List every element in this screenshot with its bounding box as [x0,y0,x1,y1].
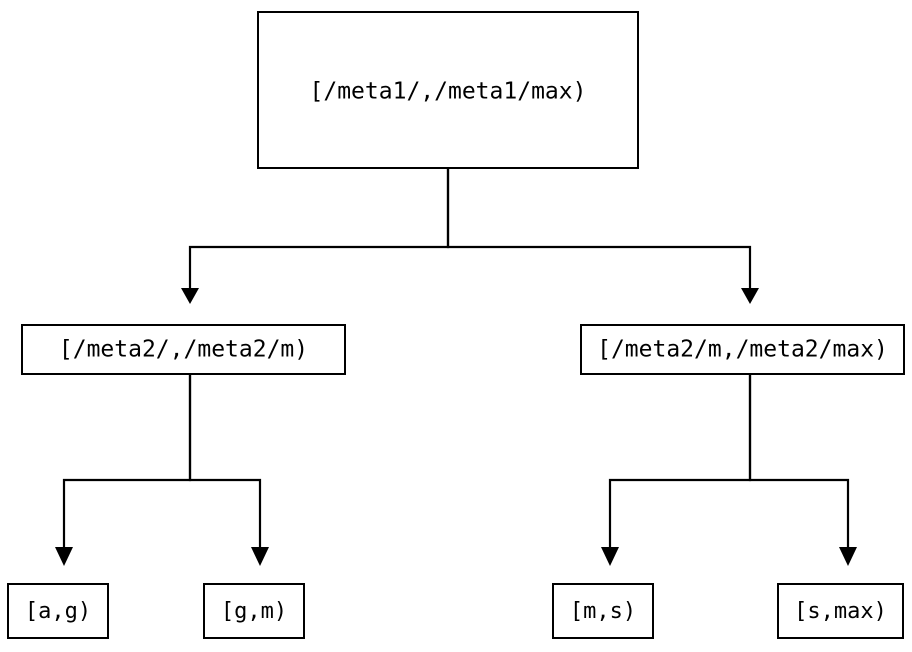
edge-path [188,374,262,547]
node-leaf-a-g-label: [a,g) [25,599,91,624]
edge-path [748,374,850,547]
node-box[interactable] [580,324,905,375]
arrowhead-icon [251,547,269,566]
node-leaf-s-max[interactable]: [s,max) [777,583,904,639]
edge-root-to-level2-right [446,168,759,304]
edge-path [62,374,192,547]
node-group: [/meta1/,/meta1/max) [/meta2/,/meta2/m) … [7,11,905,639]
arrowhead-icon [601,547,619,566]
node-box[interactable] [203,583,305,639]
node-root-label: [/meta1/,/meta1/max) [310,79,587,105]
node-level2-right[interactable]: [/meta2/m,/meta2/max) [580,324,905,375]
node-leaf-a-g[interactable]: [a,g) [7,583,109,639]
arrowhead-icon [741,288,759,304]
edge-path [188,168,450,288]
node-level2-right-label: [/meta2/m,/meta2/max) [597,337,888,363]
node-box[interactable] [777,583,904,639]
edge-level2-left-to-leaf-g-m [188,374,269,566]
node-leaf-m-s-label: [m,s) [570,599,636,624]
node-box[interactable] [21,324,346,375]
edge-path [446,168,752,288]
node-box[interactable] [552,583,654,639]
node-root[interactable]: [/meta1/,/meta1/max) [257,11,639,169]
edge-level2-right-to-leaf-m-s [601,374,752,566]
edge-root-to-level2-left [181,168,450,304]
node-leaf-m-s[interactable]: [m,s) [552,583,654,639]
arrowhead-icon [839,547,857,566]
node-level2-left[interactable]: [/meta2/,/meta2/m) [21,324,346,375]
node-leaf-s-max-label: [s,max) [794,599,887,624]
node-leaf-g-m-label: [g,m) [221,599,287,624]
edge-level2-right-to-leaf-s-max [748,374,857,566]
node-box[interactable] [7,583,109,639]
node-level2-left-label: [/meta2/,/meta2/m) [59,337,308,363]
edge-path [608,374,752,547]
node-box[interactable] [257,11,639,169]
edge-group [55,168,857,566]
arrowhead-icon [55,547,73,566]
node-leaf-g-m[interactable]: [g,m) [203,583,305,639]
arrowhead-icon [181,288,199,304]
edge-level2-left-to-leaf-a-g [55,374,192,566]
